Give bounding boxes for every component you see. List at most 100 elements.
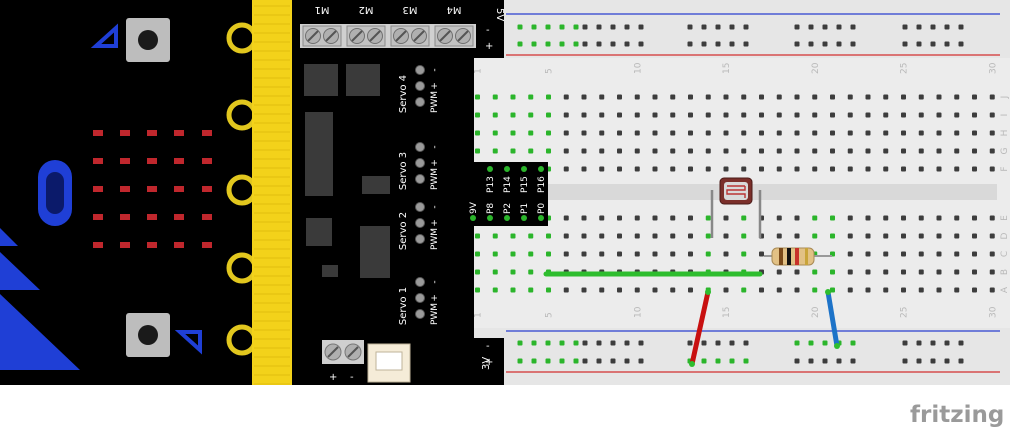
rail-hole bbox=[850, 24, 856, 30]
edge-triangle-3 bbox=[0, 294, 80, 370]
led bbox=[93, 242, 103, 248]
rail-hole bbox=[573, 340, 579, 346]
rail-hole bbox=[559, 41, 565, 47]
motor-terminal-label: M2 bbox=[359, 4, 374, 15]
chip-4 bbox=[362, 176, 390, 194]
breadboard-hole bbox=[617, 287, 622, 293]
breadboard-hole bbox=[901, 287, 906, 293]
servo-pin-label: - bbox=[430, 145, 440, 148]
breadboard-hole bbox=[989, 269, 995, 275]
breadboard-hole bbox=[705, 233, 711, 239]
breadboard-hole bbox=[883, 269, 889, 275]
breadboard-hole bbox=[865, 94, 871, 100]
rail-hole bbox=[916, 340, 922, 346]
breadboard-hole bbox=[688, 130, 693, 136]
rail-hole bbox=[850, 41, 856, 47]
rail-hole bbox=[902, 24, 908, 30]
wire-red bbox=[689, 289, 711, 367]
breadboard-hole bbox=[563, 112, 569, 118]
breadboard-hole bbox=[865, 269, 871, 275]
led bbox=[174, 130, 184, 136]
breadboard-hole bbox=[510, 148, 516, 154]
breadboard-hole bbox=[954, 215, 960, 221]
servo-pin-label: - bbox=[430, 280, 440, 283]
breadboard-hole bbox=[741, 148, 747, 154]
breadboard-hole bbox=[865, 233, 871, 239]
terminal-screw-slot bbox=[351, 30, 363, 42]
breadboard-hole bbox=[794, 148, 800, 154]
breadboard-hole bbox=[510, 94, 516, 100]
breadboard-hole bbox=[652, 94, 658, 100]
rail-hole bbox=[531, 358, 537, 364]
breadboard-hole bbox=[723, 130, 729, 136]
breadboard-hole bbox=[741, 287, 747, 293]
rail-hole bbox=[573, 24, 579, 30]
breadboard-hole bbox=[972, 112, 977, 118]
breadboard-hole bbox=[936, 148, 942, 154]
breadboard-hole bbox=[492, 94, 498, 100]
breadboard-hole bbox=[670, 94, 676, 100]
row-letter: J bbox=[1000, 96, 1010, 100]
breadboard-hole bbox=[688, 94, 693, 100]
led-matrix bbox=[93, 130, 212, 248]
wire-blue-start bbox=[825, 289, 831, 295]
breadboard-hole bbox=[776, 269, 782, 275]
rail-hole bbox=[610, 340, 616, 346]
rail-hole bbox=[794, 358, 800, 364]
rail-hole bbox=[743, 340, 749, 346]
breadboard-hole bbox=[901, 166, 906, 172]
chip-1 bbox=[304, 64, 338, 96]
breadboard-hole bbox=[528, 251, 534, 257]
wire-blue-end bbox=[834, 343, 840, 349]
gpio-pin-label: P15 bbox=[520, 176, 530, 193]
servo-pin-label: + bbox=[430, 219, 440, 227]
gpio-pin bbox=[504, 215, 510, 221]
rail-hole bbox=[808, 41, 814, 47]
breadboard-hole bbox=[634, 287, 640, 293]
rail-hole bbox=[559, 358, 565, 364]
breadboard-hole bbox=[812, 215, 818, 221]
breadboard-hole bbox=[617, 233, 622, 239]
row-letter: D bbox=[1000, 232, 1010, 239]
rail-hole bbox=[701, 24, 707, 30]
breadboard-hole bbox=[776, 287, 782, 293]
breadboard-hole bbox=[546, 94, 551, 100]
rail-minus-label-bottom: - bbox=[486, 341, 490, 352]
fritzing-watermark: fritzing bbox=[910, 402, 1004, 428]
terminal-screw-slot bbox=[325, 30, 337, 42]
breadboard-hole bbox=[741, 166, 747, 172]
row-letter: H bbox=[1000, 130, 1010, 137]
led bbox=[93, 130, 103, 136]
breadboard-hole bbox=[936, 233, 942, 239]
breadboard-hole bbox=[883, 251, 889, 257]
servo-pin bbox=[415, 309, 425, 319]
edge-pin-ring bbox=[226, 324, 258, 356]
breadboard-hole bbox=[581, 251, 587, 257]
rail-hole bbox=[715, 41, 721, 47]
breadboard-hole bbox=[954, 166, 960, 172]
breadboard-hole bbox=[617, 130, 622, 136]
servo-pin bbox=[415, 158, 425, 168]
rail-hole bbox=[729, 41, 735, 47]
led bbox=[202, 186, 212, 192]
servo-pin-label: PWM bbox=[430, 303, 440, 325]
breadboard-hole bbox=[670, 287, 676, 293]
breadboard-hole bbox=[705, 94, 711, 100]
breadboard-hole bbox=[830, 166, 835, 172]
breadboard-hole bbox=[918, 251, 924, 257]
breadboard-hole bbox=[688, 233, 693, 239]
servo-label: Servo 4 bbox=[398, 75, 409, 113]
gpio-pin bbox=[538, 166, 544, 172]
breadboard-hole bbox=[563, 130, 569, 136]
breadboard-hole bbox=[475, 287, 480, 293]
breadboard-hole bbox=[883, 166, 889, 172]
rail-hole bbox=[850, 358, 856, 364]
rail-hole bbox=[944, 358, 950, 364]
rail-hole bbox=[531, 340, 537, 346]
breadboard-hole bbox=[847, 233, 853, 239]
wire-red-end bbox=[689, 361, 695, 367]
rail-hole bbox=[517, 41, 523, 47]
rail-hole bbox=[808, 358, 814, 364]
